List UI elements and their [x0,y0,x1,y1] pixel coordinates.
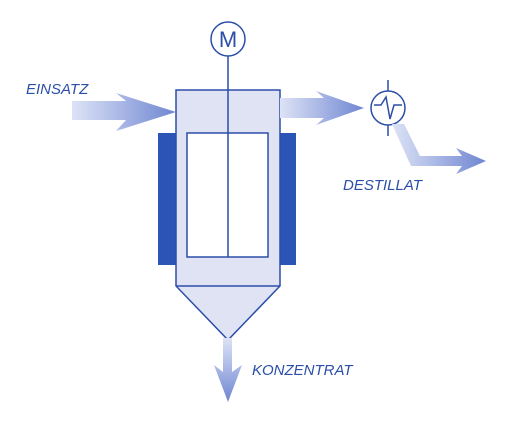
concentrate-arrow [214,338,242,402]
condenser-coil [374,94,402,120]
distillate-arrow [392,124,486,174]
heating-jacket-right [277,133,296,265]
heating-jacket-left [158,133,178,265]
motor: M [210,21,246,57]
distillate-label: DESTILLAT [343,177,424,194]
feed-arrow [72,93,176,131]
concentrate-label: KONZENTRAT [252,362,354,379]
vapor-outlet-arrow [280,91,364,125]
motor-icon [210,21,246,57]
motor-label: M [219,27,237,52]
feed-label: EINSATZ [26,81,89,98]
condenser [370,80,406,136]
